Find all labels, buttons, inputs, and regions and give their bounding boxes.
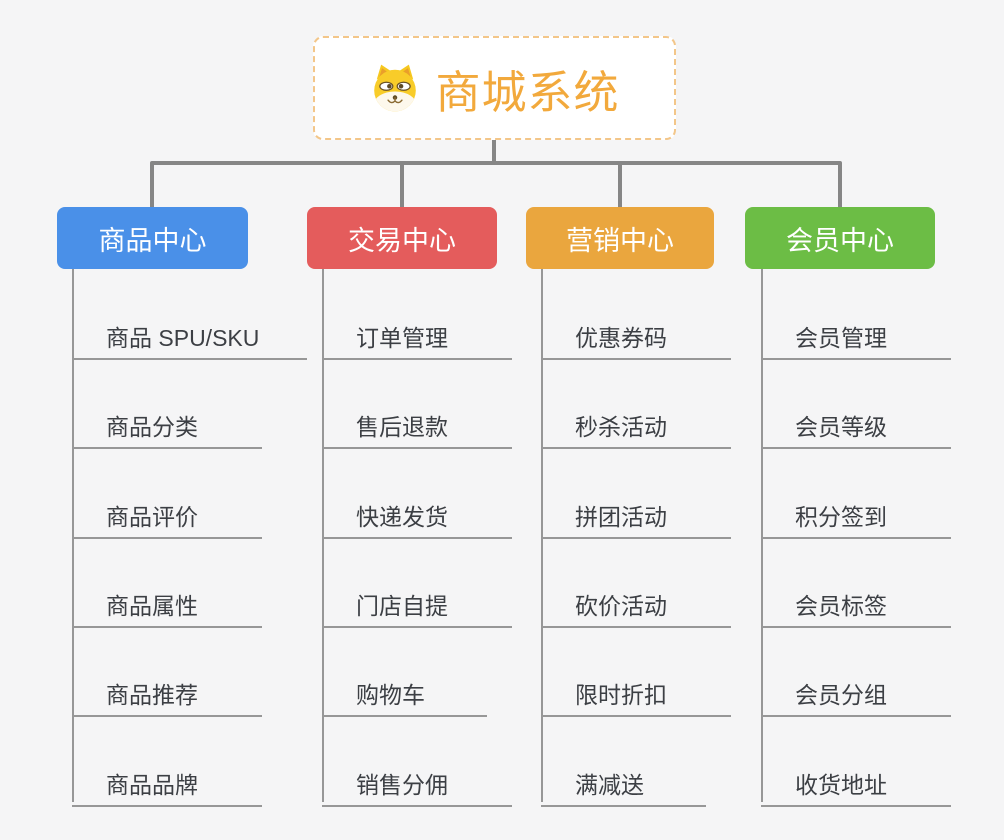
trunk-line <box>761 269 763 802</box>
leaf-node-product-attribute[interactable]: 商品属性 <box>72 580 262 628</box>
leaf-node-member-level[interactable]: 会员等级 <box>761 401 951 449</box>
leaf-node-member-management[interactable]: 会员管理 <box>761 312 951 360</box>
leaf-node-shipping-address[interactable]: 收货地址 <box>761 759 951 807</box>
leaf-node-product-category[interactable]: 商品分类 <box>72 401 262 449</box>
branch-marketing-center[interactable]: 营销中心 <box>526 207 714 269</box>
leaf-node-store-pickup[interactable]: 门店自提 <box>322 580 512 628</box>
branch-member-center[interactable]: 会员中心 <box>745 207 935 269</box>
leaf-node-product-recommend[interactable]: 商品推荐 <box>72 669 262 717</box>
connector-drop-trade <box>400 163 404 207</box>
branch-product-center[interactable]: 商品中心 <box>57 207 248 269</box>
leaf-node-sales-commission[interactable]: 销售分佣 <box>322 759 512 807</box>
leaf-node-member-tag[interactable]: 会员标签 <box>761 580 951 628</box>
connector-drop-product <box>150 163 154 207</box>
children-trade-center: 订单管理 售后退款 快递发货 门店自提 购物车 销售分佣 <box>322 0 542 840</box>
leaf-node-order-management[interactable]: 订单管理 <box>322 312 512 360</box>
leaf-node-express-delivery[interactable]: 快递发货 <box>322 491 512 539</box>
root-title: 商城系统 <box>435 66 620 118</box>
branch-label: 营销中心 <box>566 225 674 256</box>
leaf-node-group-buy[interactable]: 拼团活动 <box>541 491 731 539</box>
leaf-node-flash-sale[interactable]: 秒杀活动 <box>541 401 731 449</box>
dog-mascot-icon <box>374 64 417 112</box>
branch-trade-center[interactable]: 交易中心 <box>307 207 497 269</box>
leaf-node-full-reduction[interactable]: 满减送 <box>541 759 706 807</box>
root-node[interactable]: 商城系统 <box>313 36 676 140</box>
connector-rail <box>150 161 842 165</box>
leaf-node-bargain-activity[interactable]: 砍价活动 <box>541 580 731 628</box>
leaf-node-coupon-code[interactable]: 优惠券码 <box>541 312 731 360</box>
leaf-node-shopping-cart[interactable]: 购物车 <box>322 669 487 717</box>
trunk-line <box>72 269 74 802</box>
branch-label: 商品中心 <box>98 225 207 256</box>
leaf-node-product-spu-sku[interactable]: 商品 SPU/SKU <box>72 312 307 360</box>
leaf-node-member-group[interactable]: 会员分组 <box>761 669 951 717</box>
leaf-node-points-checkin[interactable]: 积分签到 <box>761 491 951 539</box>
children-product-center: 商品 SPU/SKU 商品分类 商品评价 商品属性 商品推荐 商品品牌 <box>72 0 307 840</box>
branch-label: 会员中心 <box>786 225 894 256</box>
branch-label: 交易中心 <box>348 225 456 256</box>
connector-root-drop <box>492 139 496 165</box>
leaf-node-limited-time-discount[interactable]: 限时折扣 <box>541 669 731 717</box>
connector-drop-member <box>838 163 842 207</box>
leaf-node-product-brand[interactable]: 商品品牌 <box>72 759 262 807</box>
children-marketing-center: 优惠券码 秒杀活动 拼团活动 砍价活动 限时折扣 满减送 <box>541 0 761 840</box>
leaf-node-aftersale-refund[interactable]: 售后退款 <box>322 401 512 449</box>
trunk-line <box>322 269 324 802</box>
leaf-node-product-review[interactable]: 商品评价 <box>72 491 262 539</box>
connector-drop-marketing <box>618 163 622 207</box>
trunk-line <box>541 269 543 802</box>
children-member-center: 会员管理 会员等级 积分签到 会员标签 会员分组 收货地址 <box>761 0 981 840</box>
